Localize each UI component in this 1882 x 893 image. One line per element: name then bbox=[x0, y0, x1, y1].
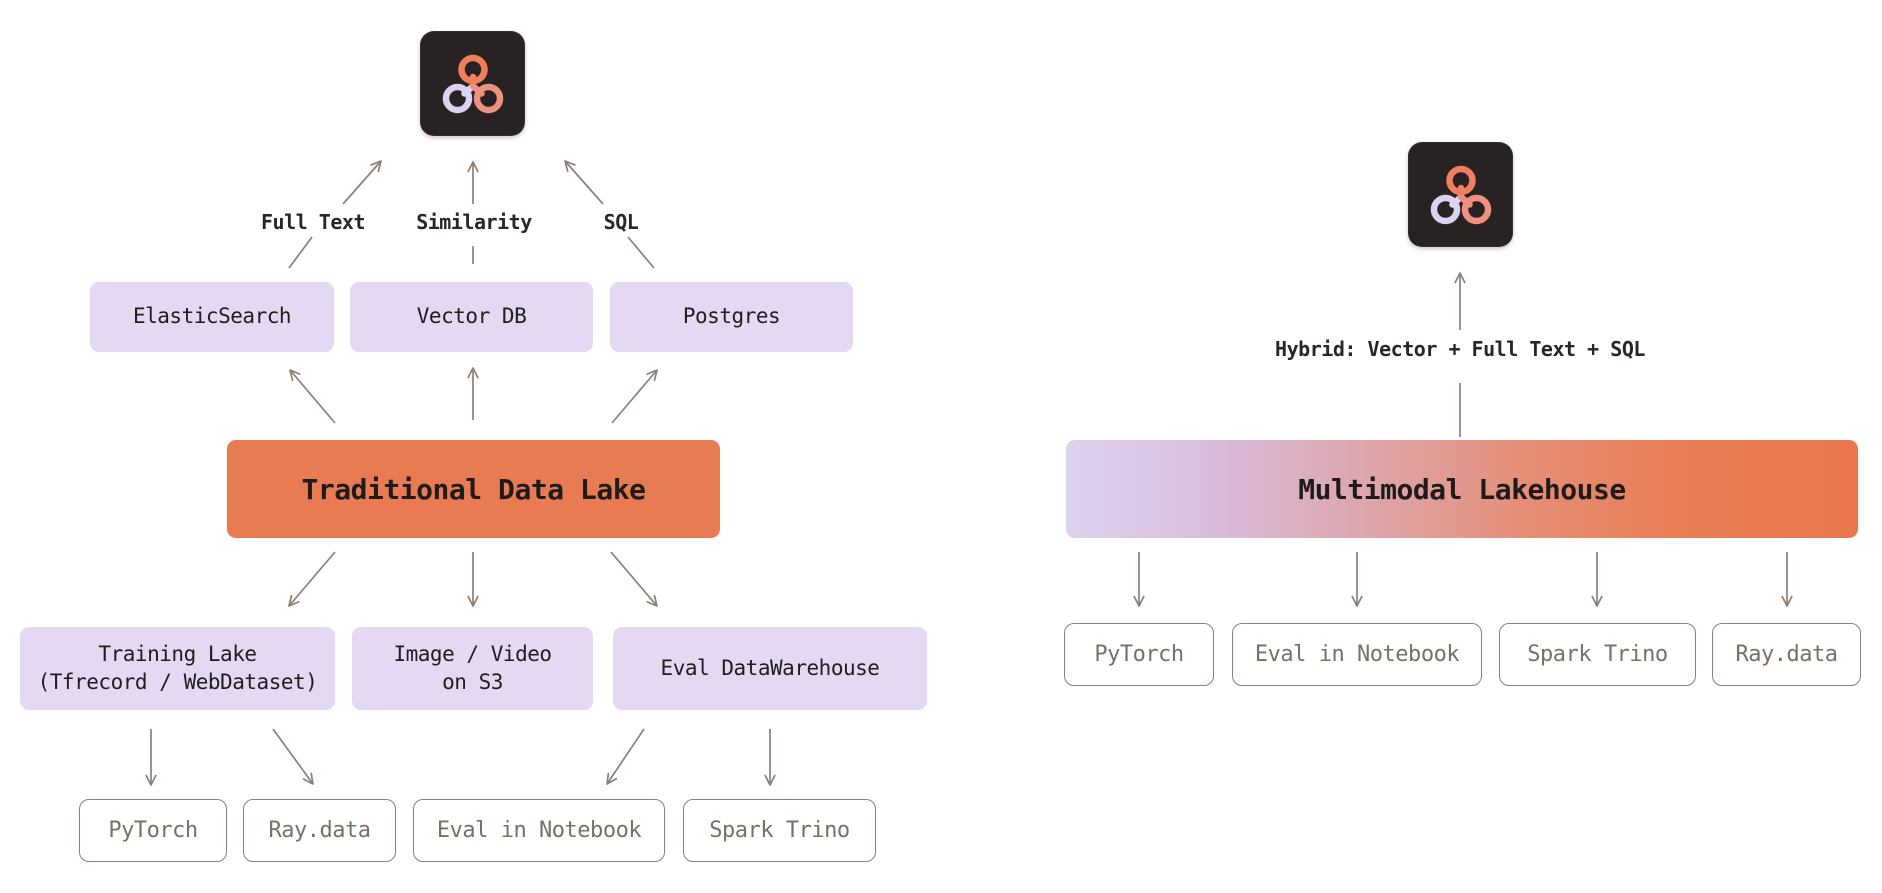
query-label-sql: SQL bbox=[603, 210, 639, 234]
consumer-box-spark-trino: Spark Trino bbox=[683, 799, 876, 862]
store-box-eval-datawarehouse: Eval DataWarehouse bbox=[613, 627, 927, 710]
arrow-training-lake-to-ray-data bbox=[272, 728, 314, 785]
lancedb-molecule-icon bbox=[442, 54, 503, 113]
consumer-box-pytorch: PyTorch bbox=[1064, 623, 1214, 686]
store-box-image-video-s3: Image / Video on S3 bbox=[352, 627, 593, 710]
query-label-similarity: Similarity bbox=[416, 210, 532, 234]
lancedb-molecule-icon bbox=[1430, 165, 1491, 224]
arrow-lake-to-training-lake bbox=[288, 551, 336, 607]
arrow-full-text-to-logo bbox=[342, 160, 382, 205]
traditional-data-lake-box: Traditional Data Lake bbox=[227, 440, 720, 538]
arrow-lake-to-postgres bbox=[611, 369, 658, 424]
store-box-line1: Training Lake bbox=[98, 642, 257, 667]
consumer-box-ray-data: Ray.data bbox=[243, 799, 396, 862]
store-box-line1: Image / Video bbox=[393, 642, 552, 667]
line-full-text-to-elasticsearch bbox=[288, 236, 313, 269]
consumer-box-ray-data: Ray.data bbox=[1712, 623, 1861, 686]
lancedb-logo bbox=[420, 31, 525, 136]
arrow-lake-to-eval-dw bbox=[610, 551, 658, 607]
arrow-sql-to-logo bbox=[564, 160, 604, 205]
consumer-box-eval-in-notebook: Eval in Notebook bbox=[1232, 623, 1482, 686]
lancedb-logo bbox=[1408, 142, 1513, 247]
query-label-hybrid: Hybrid: Vector + Full Text + SQL bbox=[1275, 337, 1645, 361]
store-box-line2: on S3 bbox=[442, 669, 503, 694]
engine-box-elasticsearch: ElasticSearch bbox=[90, 282, 334, 352]
engine-box-vector-db: Vector DB bbox=[350, 282, 593, 352]
store-box-training-lake: Training Lake (Tfrecord / WebDataset) bbox=[20, 627, 335, 710]
consumer-box-spark-trino: Spark Trino bbox=[1499, 623, 1696, 686]
arrow-eval-dw-to-notebook bbox=[606, 728, 645, 785]
consumer-box-pytorch: PyTorch bbox=[79, 799, 227, 862]
multimodal-lakehouse-box: Multimodal Lakehouse bbox=[1066, 440, 1858, 538]
consumer-box-eval-in-notebook: Eval in Notebook bbox=[413, 799, 665, 862]
line-sql-to-postgres bbox=[627, 236, 655, 269]
engine-box-postgres: Postgres bbox=[610, 282, 853, 352]
query-label-full-text: Full Text bbox=[260, 210, 366, 234]
store-box-line2: (Tfrecord / WebDataset) bbox=[37, 669, 318, 694]
arrow-lake-to-elasticsearch bbox=[289, 369, 336, 424]
